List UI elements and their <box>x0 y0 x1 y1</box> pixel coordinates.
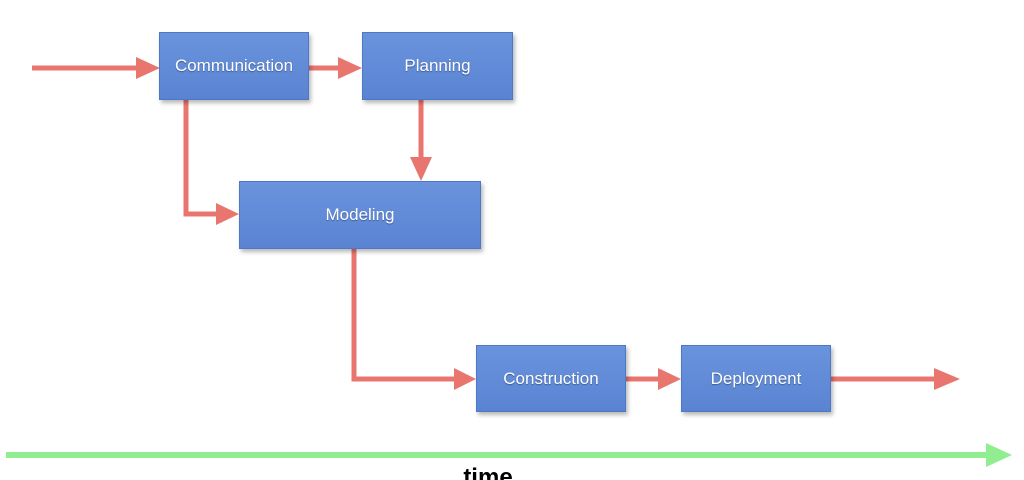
node-deployment: Deployment <box>681 345 831 412</box>
arrow-modeling-to-construction <box>351 249 476 390</box>
arrow-communication-to-planning <box>309 57 362 79</box>
arrow-communication-to-modeling <box>183 100 239 225</box>
arrow-start-to-communication <box>32 57 160 79</box>
node-modeling: Modeling <box>239 181 481 249</box>
time-axis-arrow <box>6 443 1012 467</box>
arrow-planning-to-modeling <box>410 100 432 181</box>
arrow-construction-to-deployment <box>626 368 681 390</box>
time-axis-label: time <box>463 464 513 480</box>
node-construction: Construction <box>476 345 626 412</box>
node-communication: Communication <box>159 32 309 100</box>
arrow-deployment-to-end <box>831 368 960 390</box>
node-planning: Planning <box>362 32 513 100</box>
